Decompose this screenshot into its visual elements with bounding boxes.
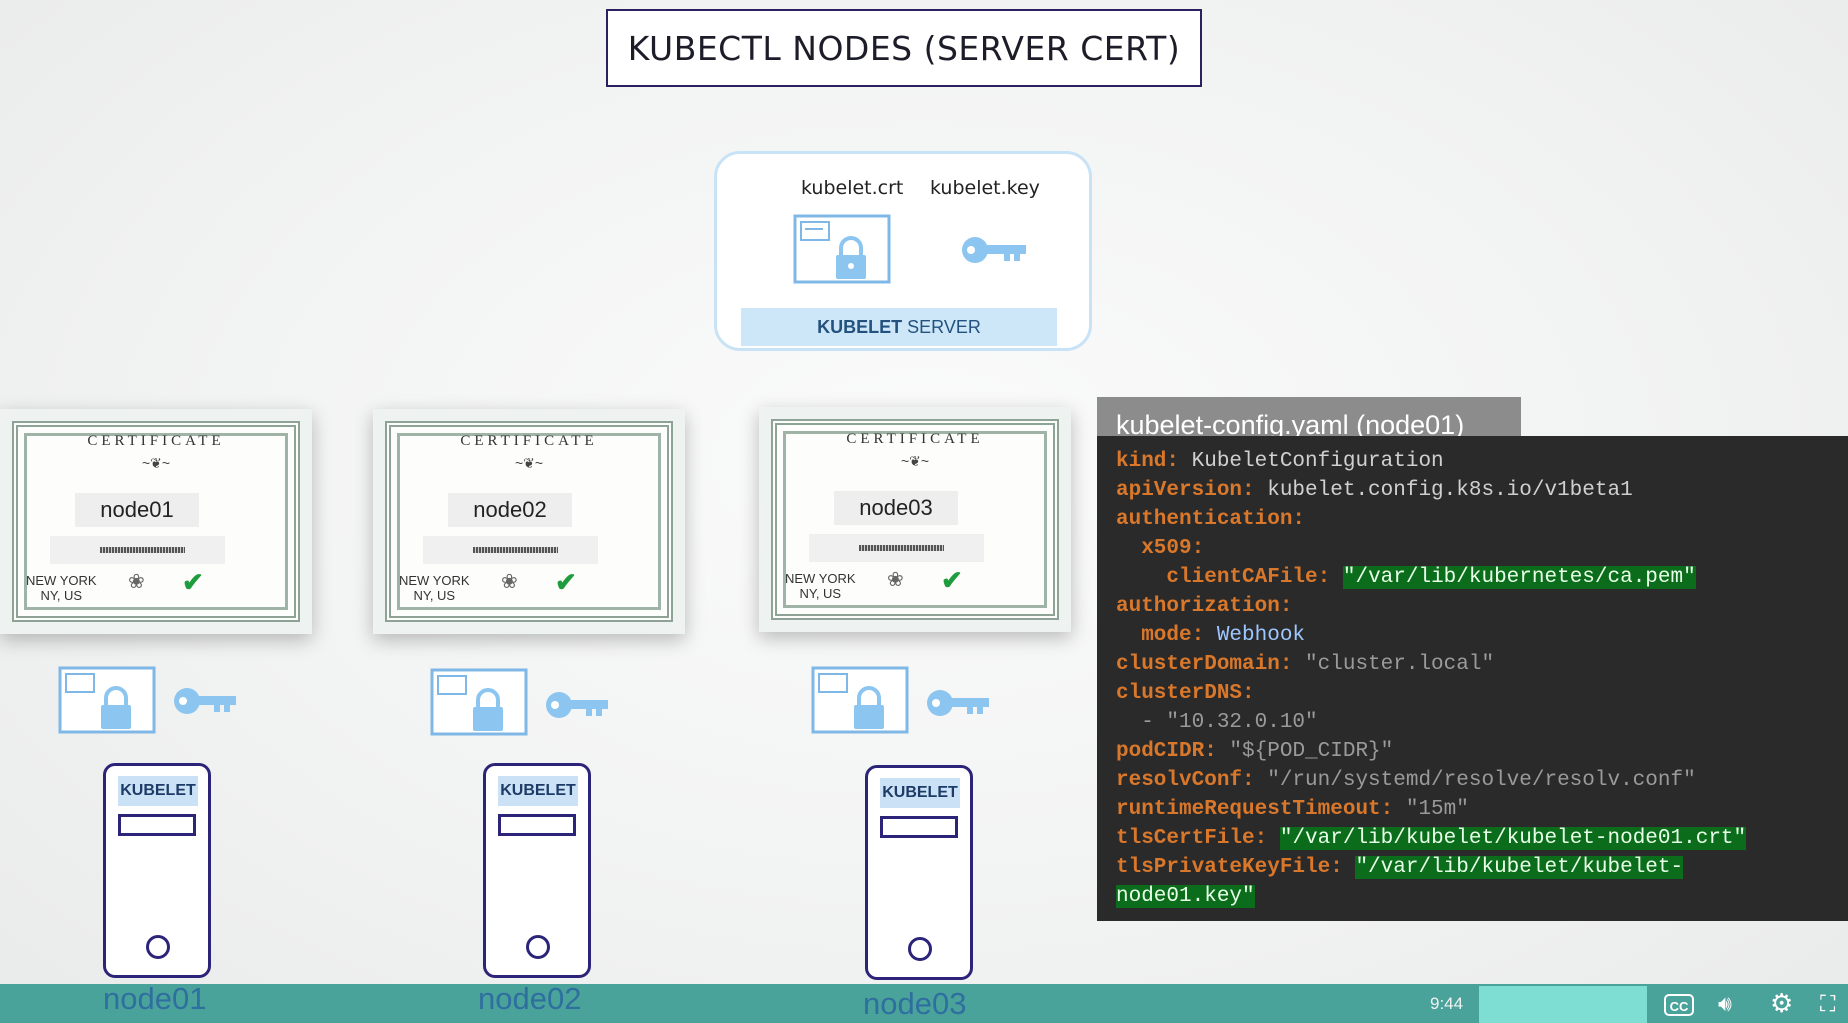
yaml-line: tlsPrivateKeyFile: "/var/lib/kubelet/kub… bbox=[1116, 856, 1684, 879]
ornament-icon: ~❦~ bbox=[900, 453, 930, 469]
checkmark-icon: ✔ bbox=[555, 567, 577, 597]
power-button-icon bbox=[908, 937, 932, 961]
laurel-seal-icon: ❀ bbox=[501, 571, 518, 593]
yaml-line: apiVersion: kubelet.config.k8s.io/v1beta… bbox=[1116, 479, 1633, 502]
certificate-name: node03 bbox=[834, 491, 958, 525]
kubelet-crt-label: kubelet.crt bbox=[801, 177, 904, 199]
certificate-name: node02 bbox=[448, 493, 572, 527]
checkmark-icon: ✔ bbox=[941, 565, 963, 595]
server-node02: KUBELET bbox=[483, 763, 591, 978]
yaml-line: podCIDR: "${POD_CIDR}" bbox=[1116, 740, 1394, 763]
power-button-icon bbox=[526, 935, 550, 959]
yaml-file-tab: kubelet-config.yaml (node01) bbox=[1097, 397, 1521, 443]
yaml-line: mode: Webhook bbox=[1116, 624, 1306, 647]
node01-key-icon bbox=[174, 688, 236, 714]
node03-certificate-lock-icon bbox=[811, 666, 909, 734]
certificate-signature bbox=[50, 536, 225, 564]
certificate-title: CERTIFICATE bbox=[87, 433, 225, 449]
yaml-line: tlsCertFile: "/var/lib/kubelet/kubelet-n… bbox=[1116, 827, 1747, 850]
node-name: node03 bbox=[863, 986, 967, 1021]
server-node01: KUBELET bbox=[103, 763, 211, 978]
yaml-line: kind: KubeletConfiguration bbox=[1116, 450, 1444, 473]
node03-key-icon bbox=[927, 690, 989, 716]
progress-buffered[interactable] bbox=[1479, 986, 1647, 1023]
kubelet-key-label: kubelet.key bbox=[930, 177, 1040, 199]
certificate-title: CERTIFICATE bbox=[460, 433, 598, 449]
kubelet-server-label: KUBELET SERVER bbox=[741, 308, 1057, 346]
yaml-line: - "10.32.0.10" bbox=[1116, 711, 1318, 734]
settings-icon[interactable]: ⚙ bbox=[1770, 988, 1794, 1018]
node-name: node01 bbox=[103, 981, 207, 1016]
ornament-icon: ~❦~ bbox=[141, 455, 171, 471]
slide-title: KUBECTL NODES (SERVER CERT) bbox=[606, 9, 1202, 87]
drive-slot bbox=[880, 816, 958, 838]
yaml-line: clusterDNS: bbox=[1116, 682, 1255, 705]
kubelet-server-bold: KUBELET bbox=[817, 316, 903, 337]
node-name: node02 bbox=[478, 981, 582, 1016]
server-label: KUBELET bbox=[880, 778, 960, 808]
certificate-title: CERTIFICATE bbox=[846, 431, 984, 447]
laurel-seal-icon: ❀ bbox=[128, 571, 145, 593]
server-label: KUBELET bbox=[118, 776, 198, 806]
certificate-lock-icon bbox=[793, 214, 891, 284]
yaml-line: clusterDomain: "cluster.local" bbox=[1116, 653, 1495, 676]
server-label: KUBELET bbox=[498, 776, 578, 806]
yaml-line: x509: bbox=[1116, 537, 1205, 560]
yaml-code-panel: kind: KubeletConfiguration apiVersion: k… bbox=[1097, 436, 1848, 921]
yaml-line: resolvConf: "/run/systemd/resolve/resolv… bbox=[1116, 769, 1696, 792]
certificate-signature bbox=[809, 534, 984, 562]
node01-certificate-lock-icon bbox=[58, 666, 156, 734]
yaml-line: runtimeRequestTimeout: "15m" bbox=[1116, 798, 1469, 821]
drive-slot bbox=[498, 814, 576, 836]
volume-icon[interactable]: 🔊︎ bbox=[1718, 991, 1732, 1016]
key-icon bbox=[962, 237, 1026, 263]
ornament-icon: ~❦~ bbox=[514, 455, 544, 471]
kubelet-server-rest: SERVER bbox=[907, 316, 981, 337]
node02-key-icon bbox=[546, 692, 608, 718]
fullscreen-icon[interactable]: ⛶ bbox=[1820, 991, 1836, 1016]
power-button-icon bbox=[146, 935, 170, 959]
yaml-line: authorization: bbox=[1116, 595, 1293, 618]
node02-certificate-lock-icon bbox=[430, 668, 528, 736]
laurel-seal-icon: ❀ bbox=[887, 569, 904, 591]
yaml-line: clientCAFile: "/var/lib/kubernetes/ca.pe… bbox=[1116, 566, 1696, 589]
certificate-name: node01 bbox=[75, 493, 199, 527]
drive-slot bbox=[118, 814, 196, 836]
cc-icon[interactable]: CC bbox=[1664, 994, 1694, 1016]
checkmark-icon: ✔ bbox=[182, 567, 204, 597]
server-node03: KUBELET bbox=[865, 765, 973, 980]
yaml-line: authentication: bbox=[1116, 508, 1306, 531]
yaml-line: node01.key" bbox=[1116, 885, 1255, 908]
current-time: 9:44 bbox=[1430, 994, 1464, 1013]
certificate-signature bbox=[423, 536, 598, 564]
